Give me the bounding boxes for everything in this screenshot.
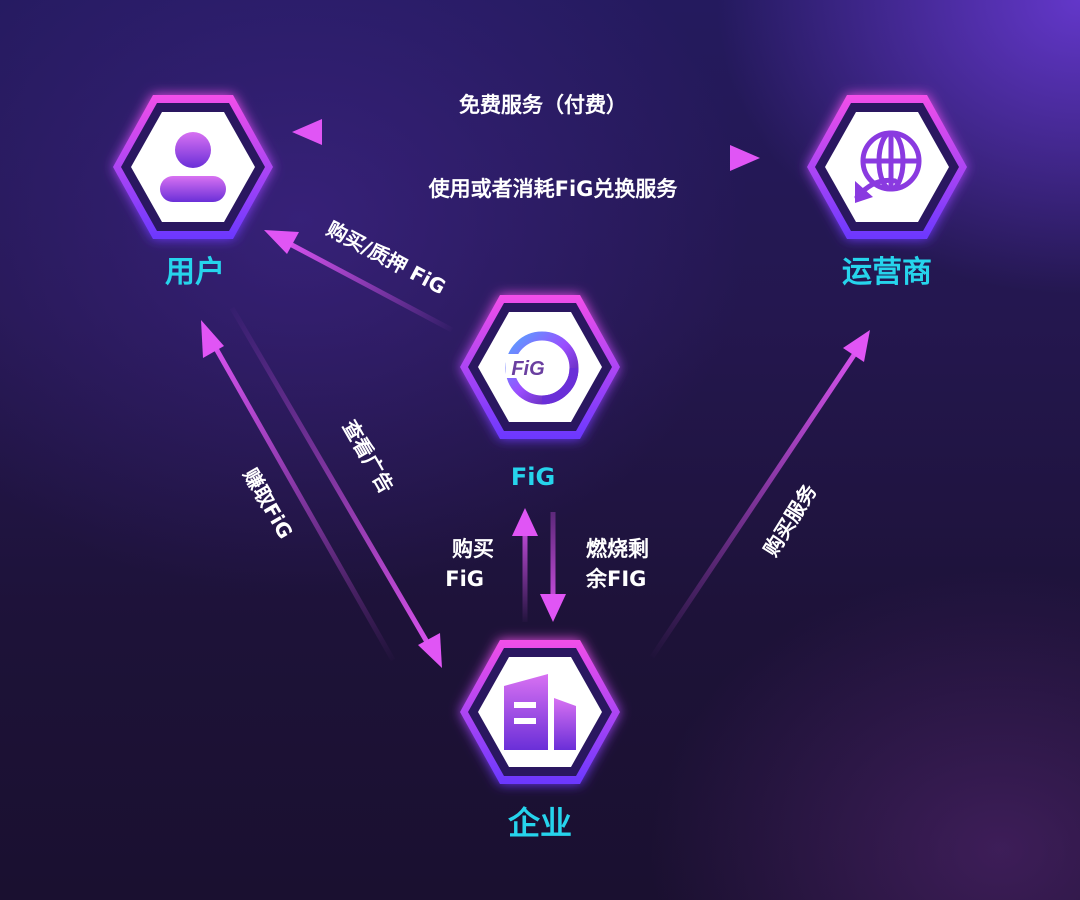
building-icon [504,674,576,750]
arrow-use-fig [319,145,760,171]
node-enterprise [460,640,620,784]
node-fig: FiG [460,295,620,439]
arrow-burn-fig [540,512,566,622]
edge-label-free-service: 免费服务（付费） [459,93,627,117]
node-label-user: 用户 [165,255,225,290]
globe-exchange-icon [854,130,922,203]
fig-coin-icon: FiG [505,331,579,405]
edge-label-use-fig: 使用或者消耗FiG兑换服务 [428,177,679,201]
arrow-buy-service [649,330,870,659]
edge-label-buy-stake: 购买/质押 FiG [323,216,450,299]
edge-label-watch-ads: 查看广告 [338,416,399,497]
arrow-earn-fig [201,320,396,662]
arrow-watch-ads [229,306,442,668]
node-label-enterprise: 企业 [508,804,572,842]
node-label-fig: FiG [511,463,555,491]
arrow-buy-fig [512,508,538,622]
edge-label-burn-line2: 余FIG [585,567,646,591]
node-label-operator: 运营商 [842,255,932,290]
arrow-free-service [292,119,735,145]
arrow-buy-stake [264,230,454,333]
node-user [113,95,273,239]
node-operator [807,95,967,239]
user-icon [160,132,226,202]
edge-label-burn-line1: 燃烧剩 [586,537,649,561]
edge-label-buy-service: 购买服务 [759,479,822,560]
fig-logo-text: FiG [511,358,544,380]
edge-label-buy-fig-line1: 购买 [452,537,494,561]
edge-label-buy-fig-line2: FiG [445,567,484,591]
